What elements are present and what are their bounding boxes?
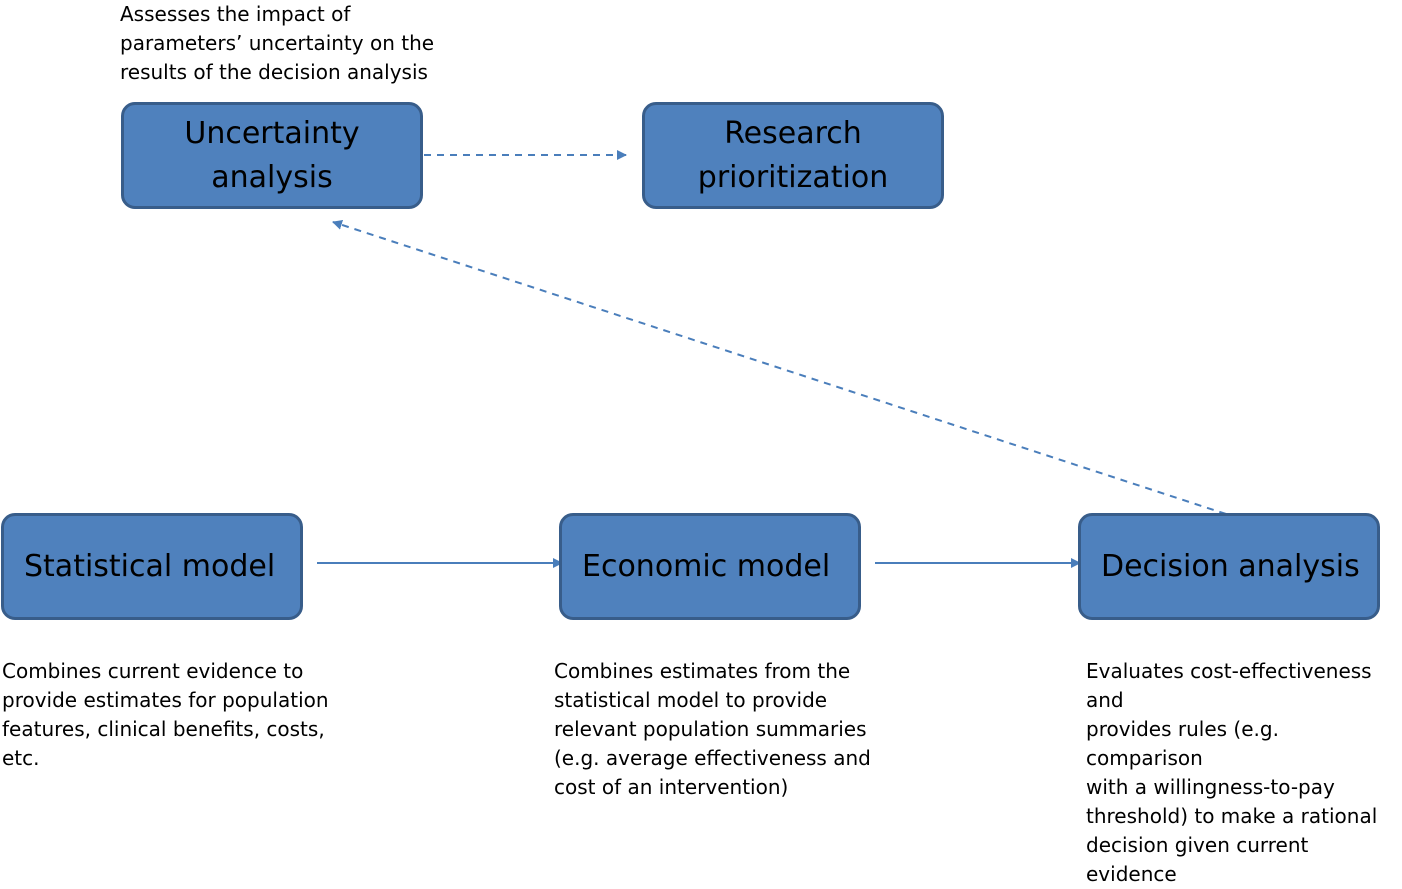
note-decision: Evaluates cost-effectiveness and provide… xyxy=(1086,659,1378,886)
node-statistical-model: Statistical model xyxy=(1,513,303,620)
arrow-decision-to-uncertainty xyxy=(332,220,1227,515)
node-research-prioritization: Research prioritization xyxy=(642,102,944,209)
node-economic-model: Economic model xyxy=(559,513,861,620)
note-uncertainty: Assesses the impact of parameters’ uncer… xyxy=(120,2,435,84)
node-uncertainty-analysis: Uncertainty analysis xyxy=(121,102,423,209)
note-economic: Combines estimates from the statistical … xyxy=(554,659,871,799)
node-economic-label: Economic model xyxy=(582,548,831,584)
node-decision-analysis: Decision analysis xyxy=(1078,513,1380,620)
note-statistical: Combines current evidence to provide est… xyxy=(2,659,329,770)
node-statistical-label: Statistical model xyxy=(24,548,276,584)
node-decision-label: Decision analysis xyxy=(1101,548,1360,584)
connectors-layer xyxy=(317,150,1227,568)
node-research-label: Research prioritization xyxy=(697,115,889,195)
node-uncertainty-label: Uncertainty analysis xyxy=(184,115,360,195)
